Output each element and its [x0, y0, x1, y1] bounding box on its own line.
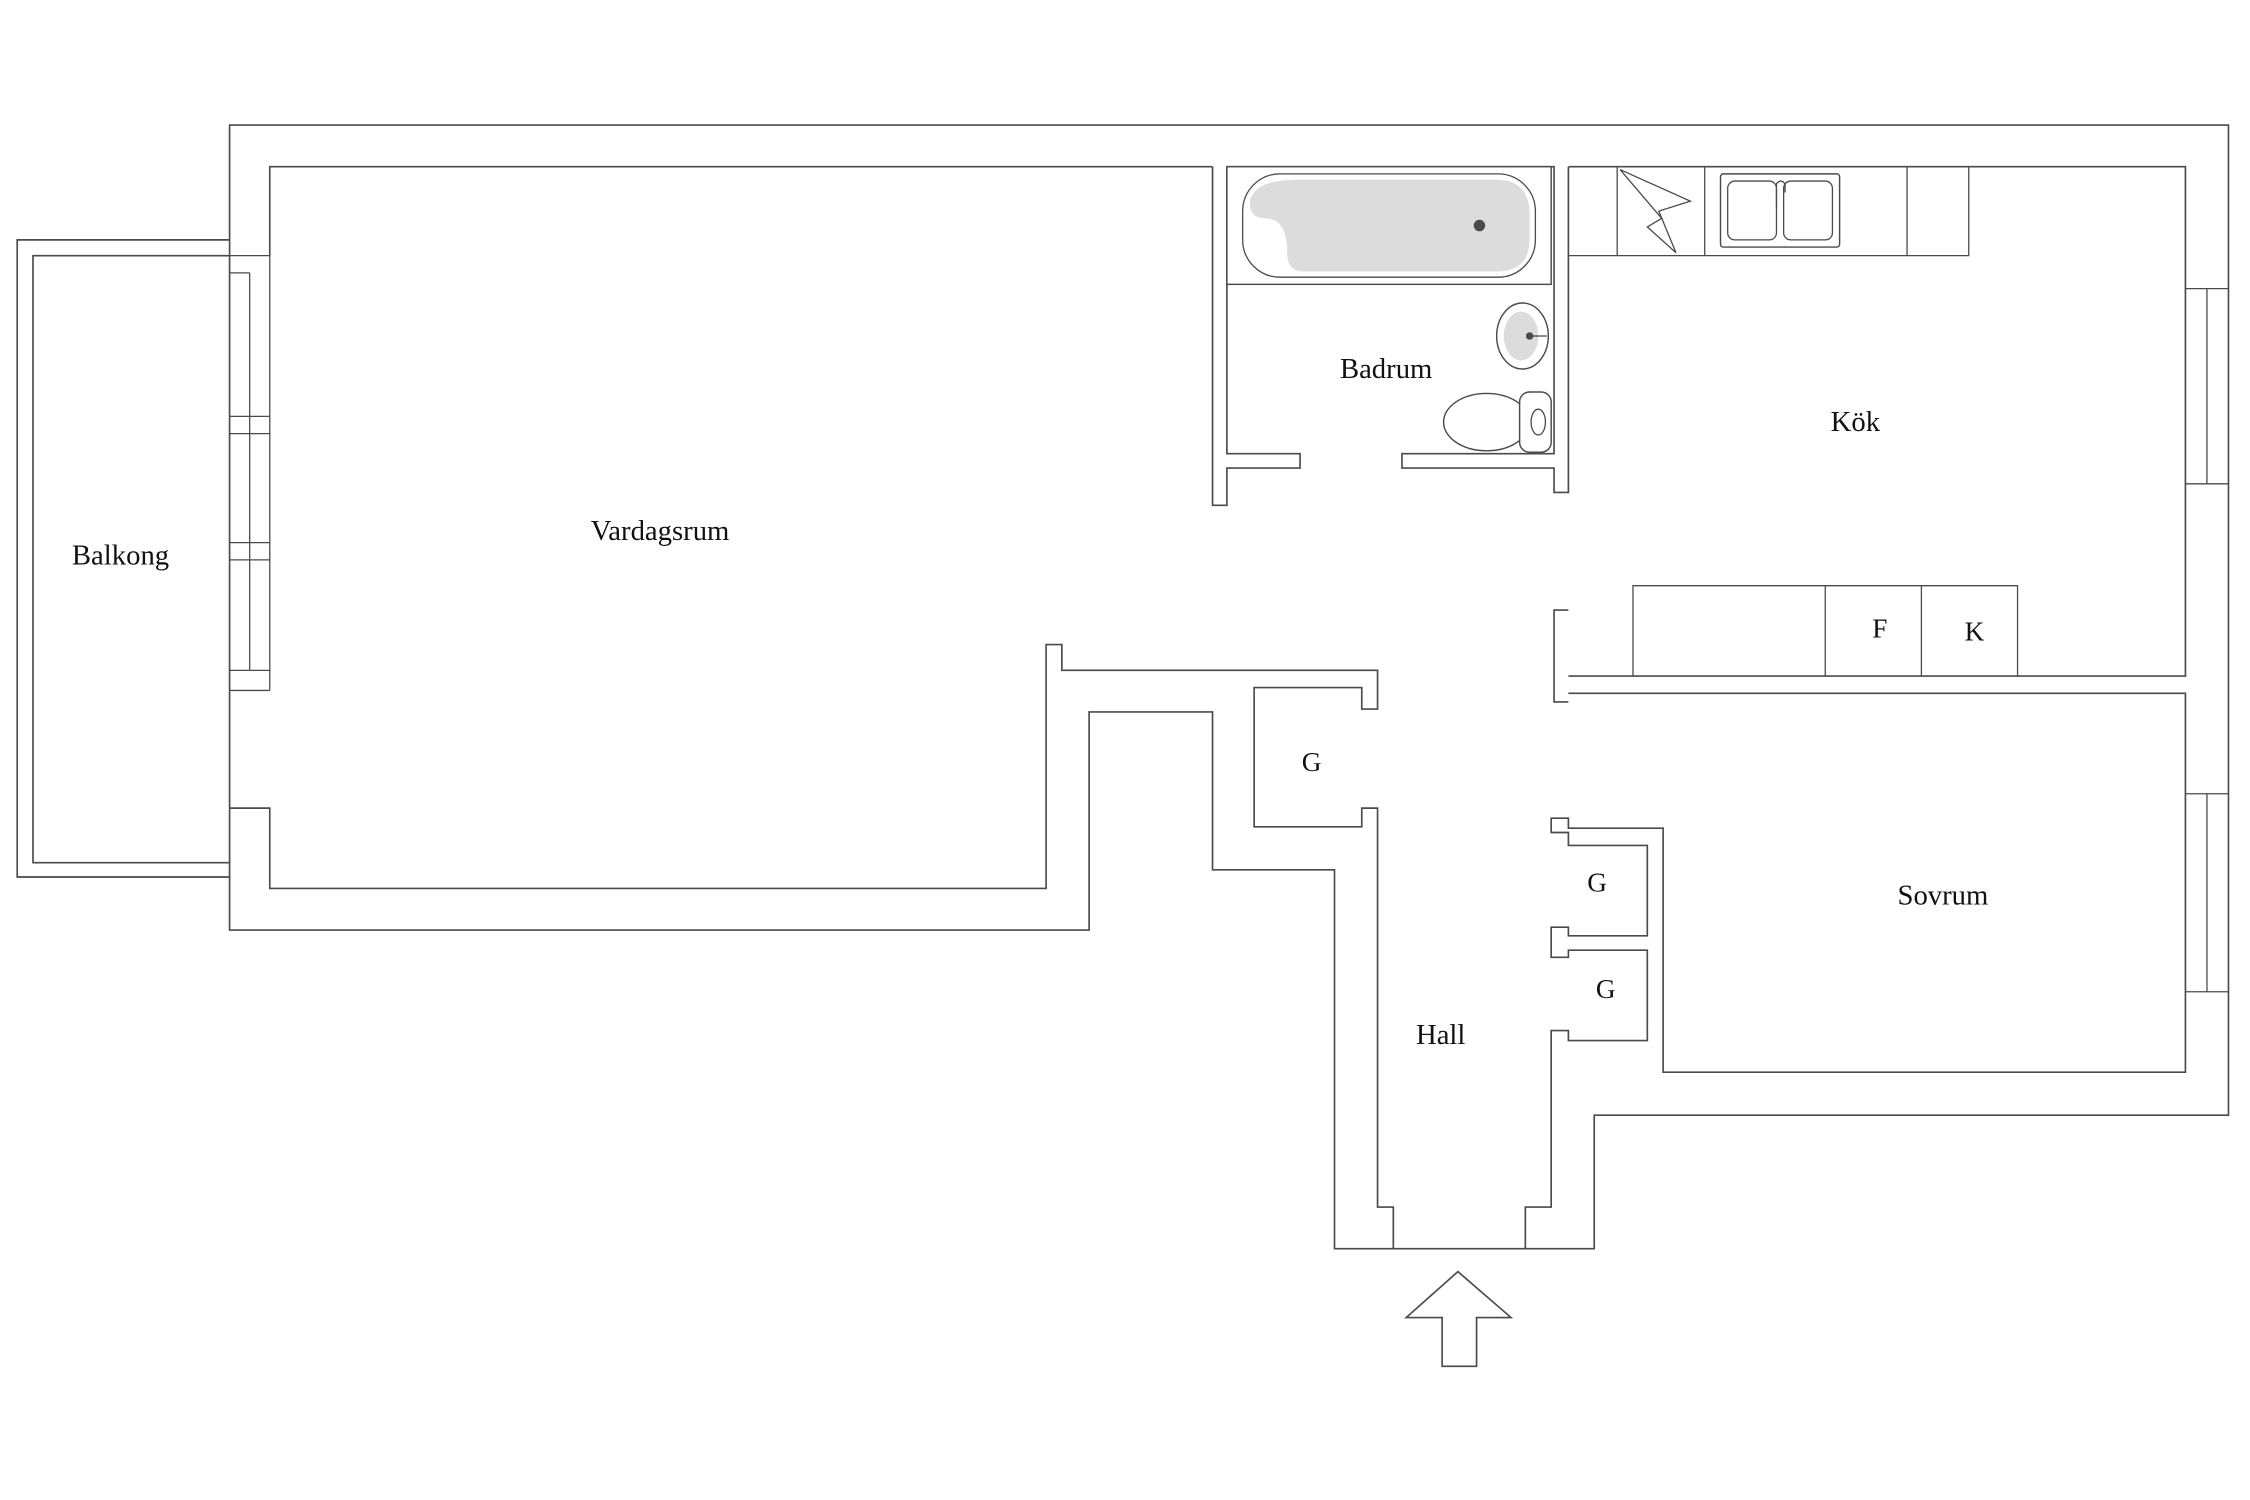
toilet-icon — [1442, 392, 1531, 452]
kitchen-sink-icon — [1719, 173, 1841, 248]
kitchen-upper-counter — [1568, 166, 1970, 257]
kitchen-window — [2185, 288, 2229, 485]
appliance-label-fridge: F — [1872, 614, 1887, 644]
balcony-outer-rail — [16, 239, 230, 878]
room-label-living-room: Vardagsrum — [591, 515, 730, 547]
closet-label-hall-right-lower: G — [1596, 974, 1616, 1004]
toilet-seat — [1530, 408, 1547, 436]
balcony-inner-rail — [32, 254, 230, 864]
bedroom-inner-wall — [1524, 692, 2187, 1249]
entrance-arrow-icon — [1404, 1270, 1514, 1368]
kitchen-lower-counter — [1632, 585, 2019, 677]
bathroom-right-wall — [1226, 165, 1570, 494]
toilet-tank — [1518, 391, 1552, 453]
stove-icon — [1619, 168, 1693, 254]
bedroom-window — [2185, 793, 2229, 993]
living-room-inner-wall-top — [268, 165, 1213, 256]
appliance-label-freezer: K — [1965, 617, 1985, 647]
closet-label-hall-right-upper: G — [1587, 868, 1607, 898]
bathtub-drain-icon — [1473, 219, 1486, 232]
kitchen-sink-basin-right — [1782, 180, 1834, 241]
bathroom-sink-bowl — [1503, 311, 1539, 361]
bathtub-shading — [1249, 179, 1530, 272]
room-label-balcony: Balkong — [72, 540, 169, 572]
room-label-hall: Hall — [1416, 1019, 1465, 1051]
living-room-window-frame — [229, 255, 271, 692]
living-room-inner-wall-bottom — [229, 643, 1395, 1249]
bathroom-sink-drain-icon — [1525, 332, 1534, 340]
outer-wall — [228, 124, 2230, 1250]
kitchen-faucet-icon — [1775, 180, 1786, 207]
room-label-bedroom: Sovrum — [1897, 880, 1988, 912]
bathroom-left-wall — [1211, 166, 1301, 507]
kitchen-sink-basin-left — [1727, 180, 1778, 241]
kitchen-inner-wall — [1568, 165, 2187, 677]
room-label-kitchen: Kök — [1831, 406, 1881, 438]
room-label-bathroom: Badrum — [1340, 353, 1432, 385]
bathtub-inner — [1242, 173, 1537, 278]
closet-label-hall-left: G — [1302, 747, 1322, 777]
kitchen-door-stub — [1553, 609, 1569, 703]
